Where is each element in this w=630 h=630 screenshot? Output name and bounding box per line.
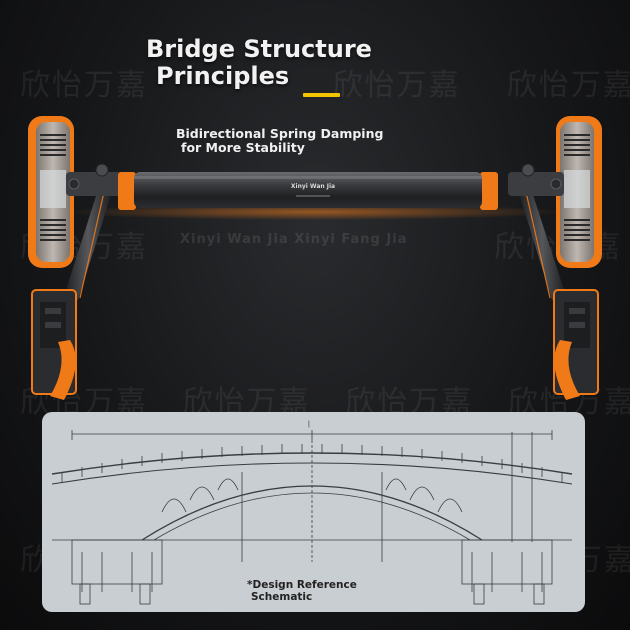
- watermark-row-top: 欣怡万嘉 欣怡万嘉 欣怡万嘉: [20, 68, 630, 103]
- caption-line-1: *Design Reference: [247, 579, 357, 591]
- bridge-schematic-drawing: |: [51, 421, 573, 605]
- feature-description: Bidirectional Spring Damping for More St…: [176, 127, 383, 155]
- left-foot-pad: [31, 289, 77, 400]
- right-foot-pad: [553, 289, 599, 400]
- title-accent-bar: [303, 93, 340, 97]
- schematic-caption: *Design Reference Schematic: [247, 579, 357, 603]
- title-line-2: Principles: [156, 62, 290, 90]
- left-spring-housing: [28, 116, 74, 268]
- feature-line-1: Bidirectional Spring Damping: [176, 126, 384, 141]
- page-title: Bridge Structure Principles: [146, 36, 372, 90]
- right-end-bracket: [480, 163, 564, 210]
- pull-up-bar-illustration: Xinyi Wan Jia: [28, 116, 602, 400]
- right-spring-housing: [556, 116, 602, 268]
- caption-line-2: Schematic: [251, 591, 313, 603]
- right-support-arm: [518, 190, 566, 300]
- left-support-arm: [64, 190, 112, 300]
- feature-line-2: for More Stability: [181, 140, 305, 155]
- svg-text:|: |: [308, 421, 310, 428]
- title-line-1: Bridge Structure: [146, 35, 372, 63]
- left-end-bracket: [66, 163, 136, 210]
- bridge-schematic-panel: | *Design Reference Schematic: [42, 412, 585, 612]
- main-bar: [134, 172, 482, 208]
- bar-brand-text: Xinyi Wan Jia: [291, 183, 335, 190]
- watermark-latin: Xinyi Wan Jia Xinyi Fang Jia: [180, 232, 408, 247]
